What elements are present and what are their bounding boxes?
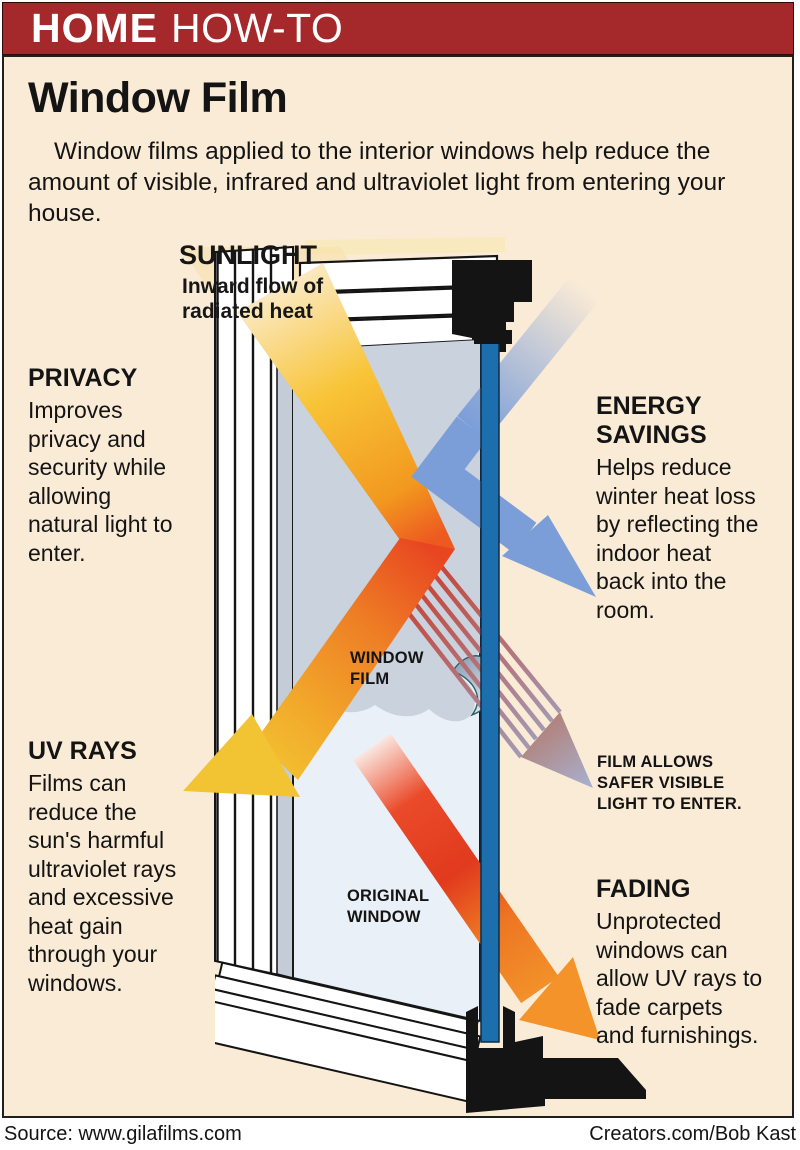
header-title: HOW-TO — [171, 5, 344, 51]
intro-paragraph: Window films applied to the interior win… — [28, 138, 726, 227]
window-film-label: WINDOW FILM — [350, 649, 424, 688]
energy-savings-title: ENERGY SAVINGS — [596, 392, 707, 449]
uv-rays-title: UV RAYS — [28, 737, 137, 765]
privacy-body: Improves privacy and security while allo… — [28, 397, 173, 566]
sunlight-sublabel: Inward flow of radiated heat — [182, 275, 324, 323]
energy-savings-body: Helps reduce winter heat loss by reflect… — [596, 454, 759, 623]
brand-home: HOME — [31, 5, 158, 51]
fading-body: Unprotected windows can allow UV rays to… — [596, 908, 763, 1048]
safer-light-label: FILM ALLOWS SAFER VISIBLE LIGHT TO ENTER… — [597, 753, 742, 813]
energy-savings-callout: ENERGY SAVINGS Helps reduce winter heat … — [596, 392, 786, 624]
fading-title: FADING — [596, 875, 691, 903]
original-window-label: ORIGINAL WINDOW — [347, 887, 430, 926]
page-title: Window Film — [28, 74, 288, 122]
privacy-title: PRIVACY — [28, 364, 138, 392]
artist-credit: Creators.com/Bob Kast — [589, 1123, 796, 1145]
source-credit: Source: www.gilafilms.com — [4, 1123, 242, 1145]
header-bar: HOME HOW-TO — [2, 2, 794, 55]
fading-callout: FADING Unprotected windows can allow UV … — [596, 875, 791, 1050]
privacy-callout: PRIVACY Improves privacy and security wh… — [28, 364, 208, 567]
uv-rays-body: Films can reduce the sun's harmful ultra… — [28, 770, 177, 996]
sunlight-label: SUNLIGHT — [179, 240, 317, 270]
uv-rays-callout: UV RAYS Films can reduce the sun's harmf… — [28, 737, 213, 997]
